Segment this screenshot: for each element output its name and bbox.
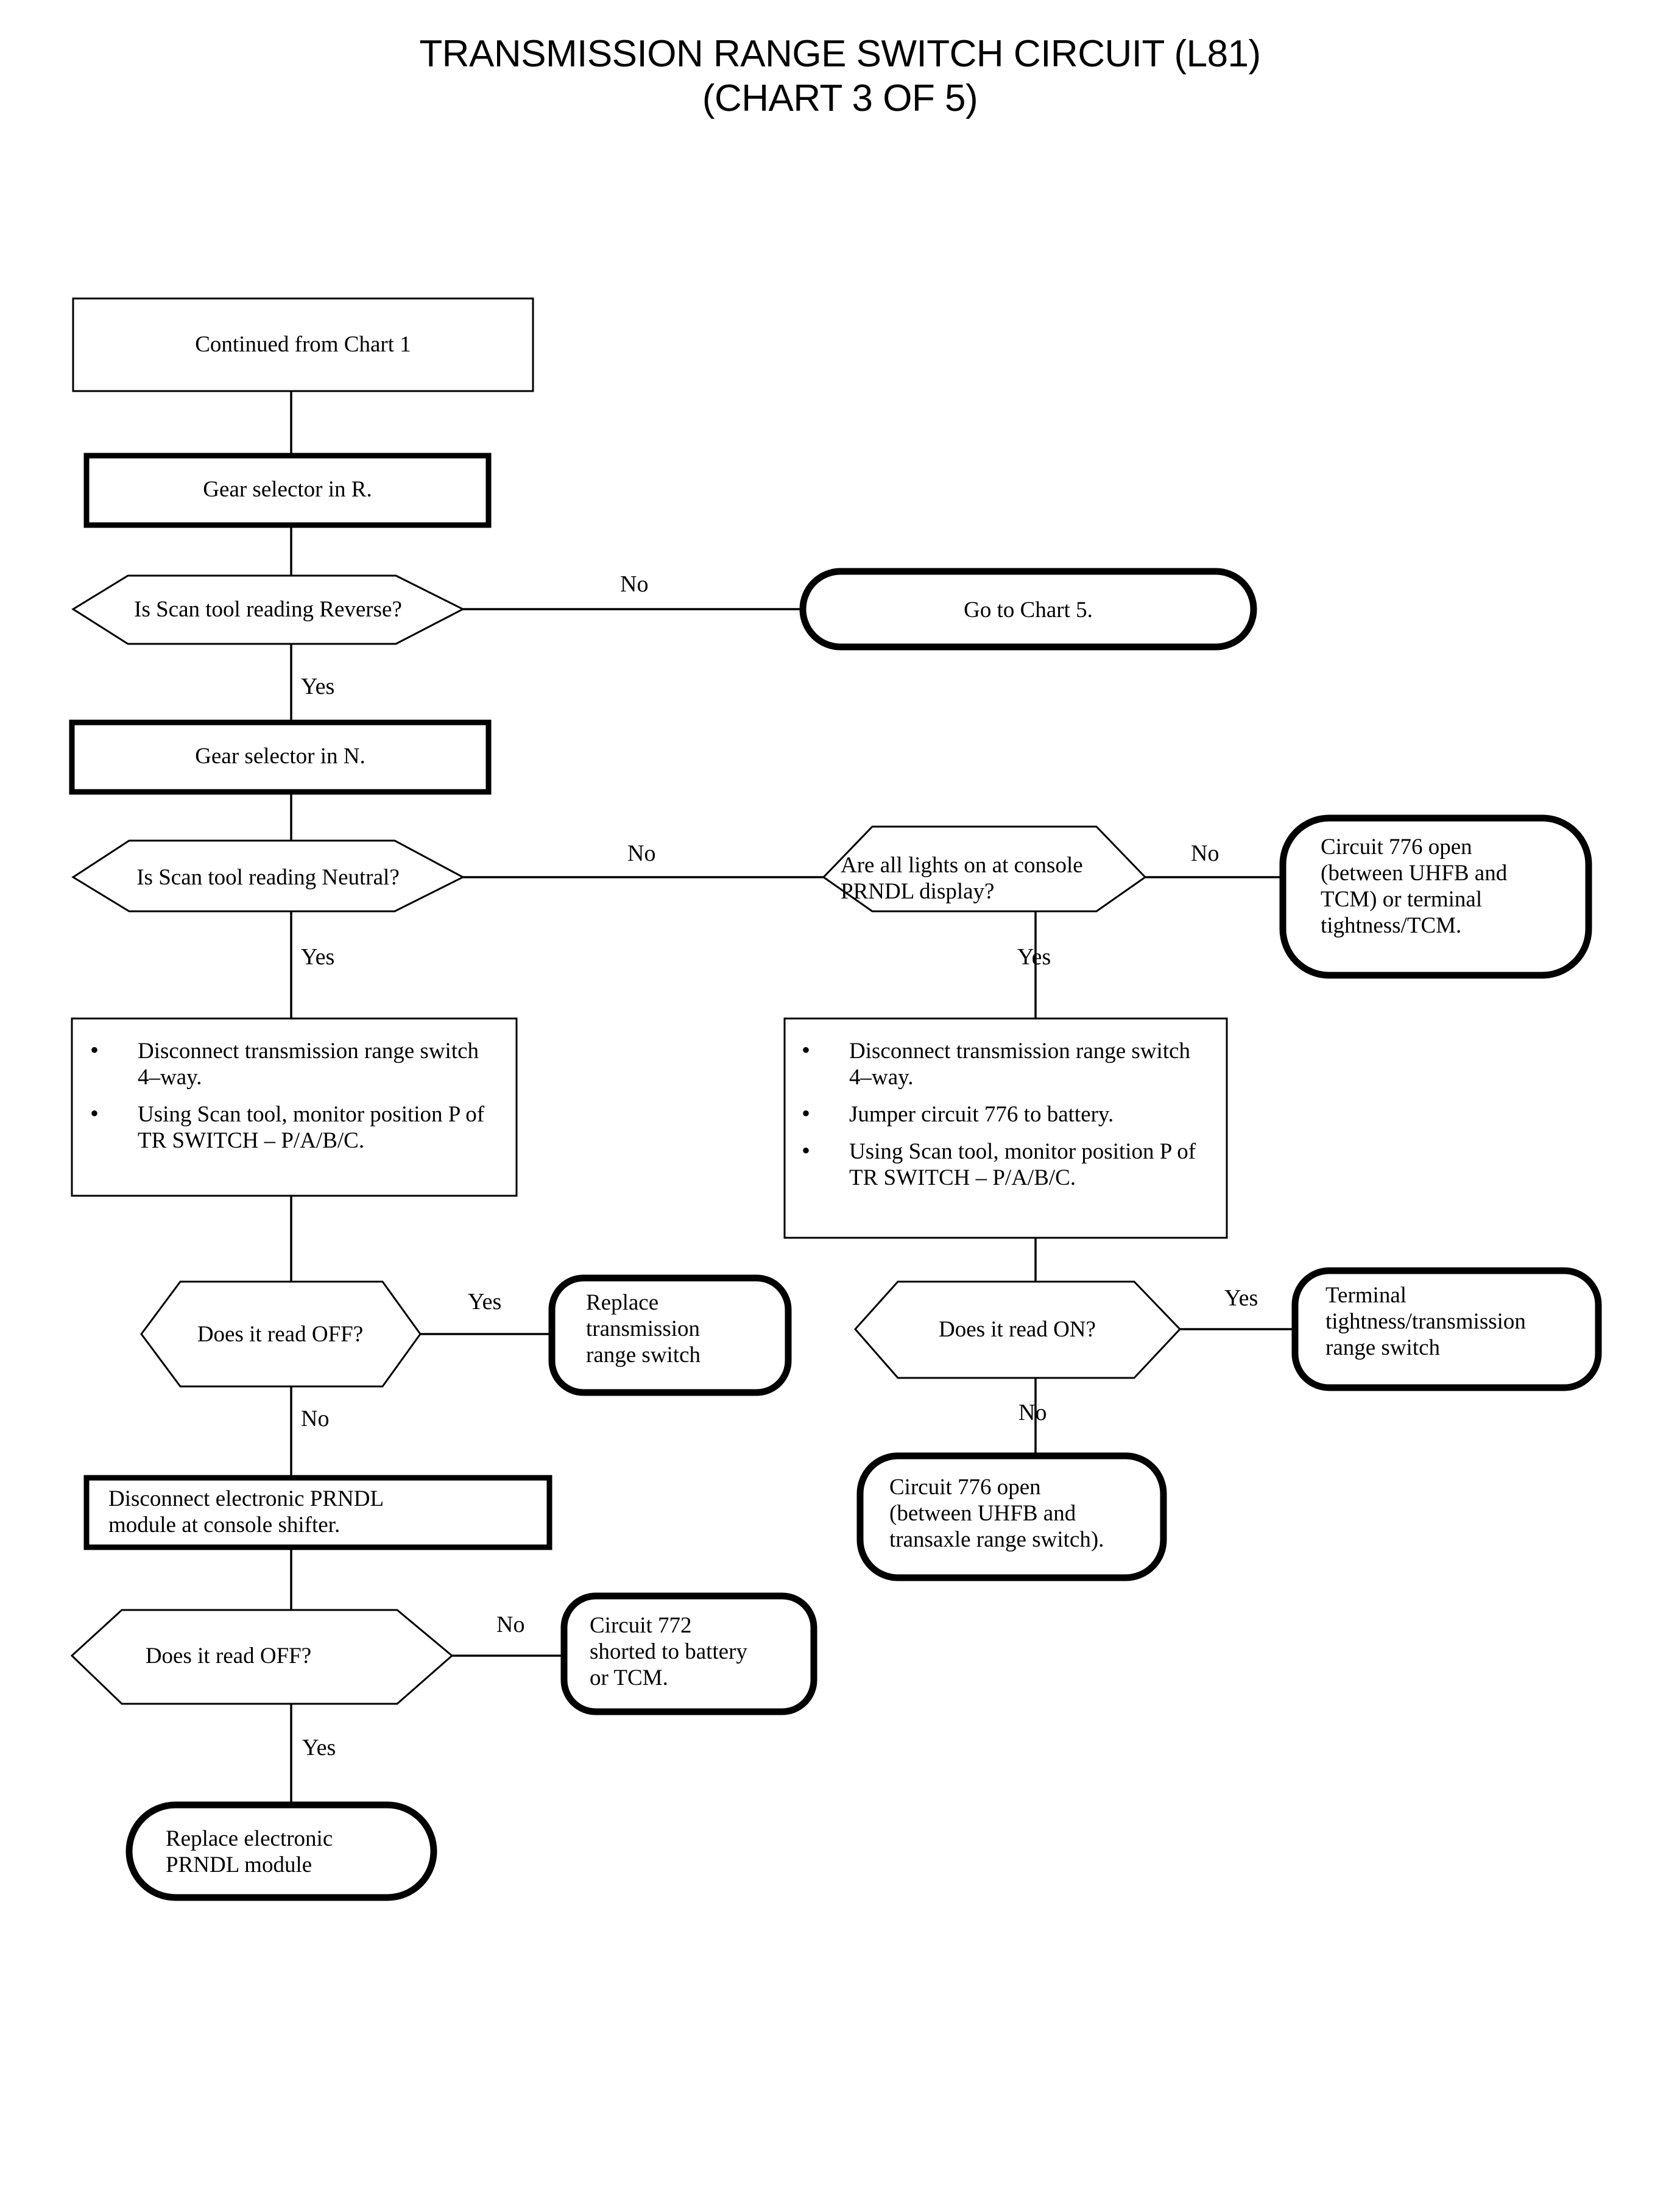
label-go-to-chart5: Go to Chart 5. <box>964 598 1093 623</box>
label-question-neutral: Is Scan tool reading Neutral? <box>136 865 400 890</box>
node-question-reverse[interactable] <box>71 574 465 645</box>
label-circuit772-shorted: Circuit 772 shorted to battery or TCM. <box>590 1613 747 1690</box>
label-question-console-lights: Are all lights on at console PRNDL displ… <box>841 853 1083 904</box>
node-continued-from-chart1[interactable] <box>72 297 534 392</box>
left-action-list: Disconnect transmission range switch 4–w… <box>79 1036 499 1154</box>
edge-label-reverse-no: No <box>620 571 649 597</box>
list-item: Disconnect transmission range switch 4–w… <box>791 1036 1217 1091</box>
edge-label-off2-yes: Yes <box>302 1735 336 1760</box>
node-question-neutral[interactable] <box>71 839 465 913</box>
node-circuit776-open-transaxle[interactable] <box>856 1452 1167 1581</box>
node-question-console-lights[interactable] <box>822 825 1147 913</box>
page-title: TRANSMISSION RANGE SWITCH CIRCUIT (L81) … <box>0 32 1680 121</box>
node-gear-selector-n[interactable] <box>69 719 492 795</box>
edge-label-neutral-no: No <box>627 841 656 866</box>
node-disconnect-prndl-module[interactable] <box>83 1475 552 1550</box>
node-go-to-chart5[interactable] <box>799 568 1257 651</box>
node-question-read-off-1[interactable] <box>140 1280 422 1388</box>
label-gear-selector-n: Gear selector in N. <box>195 744 365 769</box>
node-circuit776-open-tcm[interactable] <box>1279 814 1592 979</box>
node-question-read-on[interactable] <box>853 1280 1182 1379</box>
label-continued-from-chart1: Continued from Chart 1 <box>195 332 411 357</box>
edge-label-on-no: No <box>1018 1400 1047 1425</box>
node-question-read-off-2[interactable] <box>70 1609 454 1705</box>
list-item: Disconnect transmission range switch 4–w… <box>79 1036 499 1091</box>
node-circuit772-shorted[interactable] <box>560 1592 817 1715</box>
edge-label-lights-yes: Yes <box>1017 944 1051 970</box>
label-question-read-off-1: Does it read OFF? <box>197 1322 364 1347</box>
page-title-line1: TRANSMISSION RANGE SWITCH CIRCUIT (L81) <box>419 33 1261 75</box>
label-disconnect-prndl-module: Disconnect electronic PRNDL module at co… <box>108 1486 384 1537</box>
node-replace-prndl-module[interactable] <box>125 1801 437 1901</box>
label-question-read-off-2: Does it read OFF? <box>145 1643 312 1668</box>
label-question-reverse: Is Scan tool reading Reverse? <box>134 597 402 622</box>
edge-label-reverse-yes: Yes <box>301 674 335 699</box>
label-question-read-on: Does it read ON? <box>939 1317 1096 1342</box>
edge-label-neutral-yes: Yes <box>301 944 335 970</box>
label-circuit776-open-transaxle: Circuit 776 open (between UHFB and trans… <box>889 1475 1104 1552</box>
page-title-line2: (CHART 3 OF 5) <box>702 77 978 120</box>
edge-label-off2-no: No <box>496 1612 525 1637</box>
node-gear-selector-r[interactable] <box>83 453 492 528</box>
list-item: Using Scan tool, monitor position P of T… <box>791 1137 1217 1191</box>
edge-label-off1-yes: Yes <box>468 1289 502 1315</box>
right-action-list: Disconnect transmission range switch 4–w… <box>791 1036 1217 1191</box>
node-replace-transmission-range-switch[interactable] <box>548 1274 792 1396</box>
label-replace-transmission-range-switch: Replace transmission range switch <box>586 1290 701 1368</box>
edge-label-on-yes: Yes <box>1224 1285 1258 1311</box>
label-replace-prndl-module: Replace electronic PRNDL module <box>166 1826 333 1877</box>
label-terminal-tightness-trs: Terminal tightness/transmission range sw… <box>1325 1283 1526 1360</box>
edge-label-lights-no: No <box>1191 841 1219 866</box>
label-circuit776-open-tcm: Circuit 776 open (between UHFB and TCM) … <box>1321 835 1508 938</box>
list-item: Jumper circuit 776 to battery. <box>791 1100 1217 1128</box>
edge-label-off1-no: No <box>301 1406 330 1432</box>
label-gear-selector-r: Gear selector in R. <box>203 477 372 502</box>
connectors <box>290 391 1295 1805</box>
list-item: Using Scan tool, monitor position P of T… <box>79 1100 499 1154</box>
node-terminal-tightness-trs[interactable] <box>1291 1267 1602 1391</box>
